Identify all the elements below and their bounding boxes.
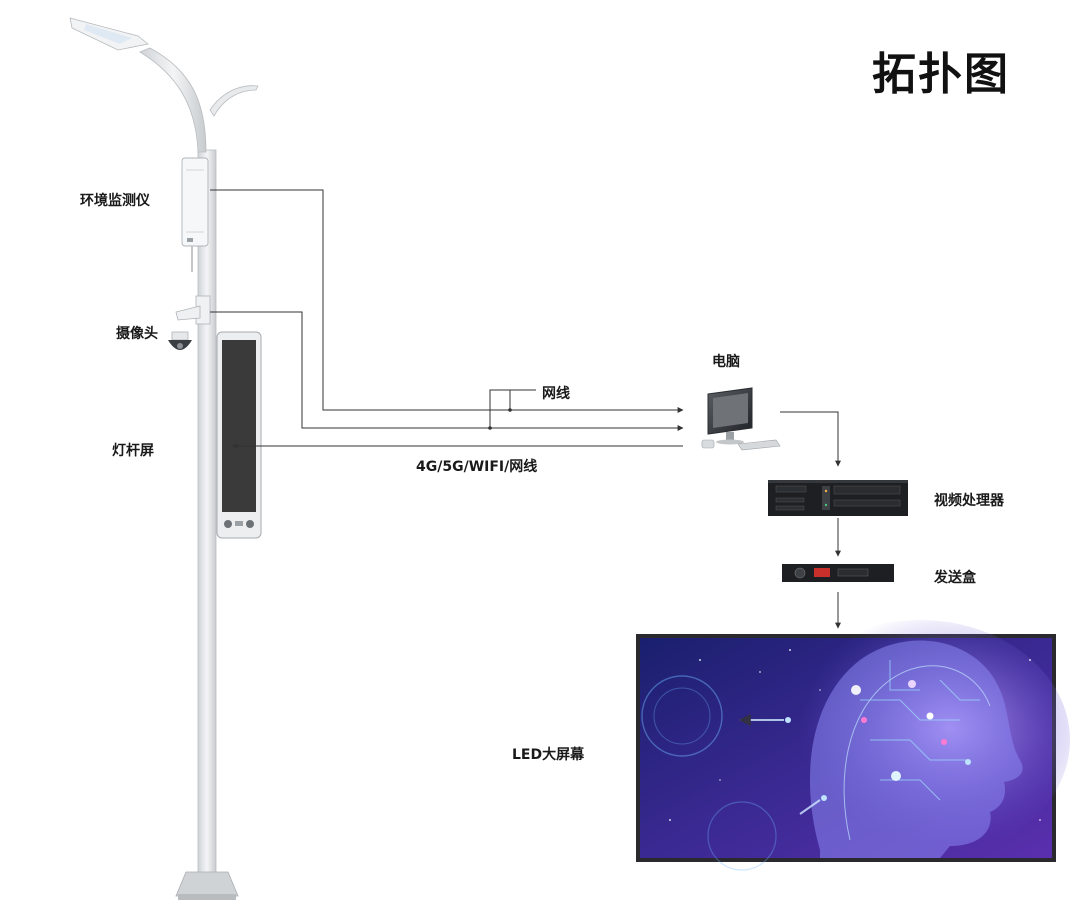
led-screen-label: LED大屏幕 bbox=[512, 747, 585, 763]
camera-label: 摄像头 bbox=[116, 326, 158, 342]
wireless-link-label: 4G/5G/WIFI/网线 bbox=[416, 459, 538, 475]
page-title: 拓扑图 bbox=[872, 49, 1010, 100]
led-screen-device bbox=[636, 620, 1070, 871]
env-monitor-link-line bbox=[210, 189, 684, 413]
connection-lines bbox=[210, 189, 841, 629]
env-monitor-label: 环境监测仪 bbox=[80, 193, 150, 209]
sender-box-device bbox=[782, 564, 894, 582]
video-processor-label: 视频处理器 bbox=[934, 493, 1004, 509]
sender-box-label: 发送盒 bbox=[934, 570, 976, 586]
computer-label: 电脑 bbox=[712, 354, 740, 370]
camera-device bbox=[168, 295, 211, 350]
network-cable-label: 网线 bbox=[542, 386, 570, 402]
env-monitor-device bbox=[181, 157, 209, 272]
video-processor-device bbox=[768, 480, 908, 516]
camera-link-line bbox=[210, 311, 684, 431]
computer-to-processor-line bbox=[780, 411, 841, 467]
pole-screen-label: 灯杆屏 bbox=[112, 443, 154, 459]
network-cable-callout bbox=[489, 389, 536, 428]
pole-screen-device bbox=[216, 331, 262, 539]
light-pole bbox=[69, 17, 259, 900]
computer-device bbox=[701, 387, 781, 451]
